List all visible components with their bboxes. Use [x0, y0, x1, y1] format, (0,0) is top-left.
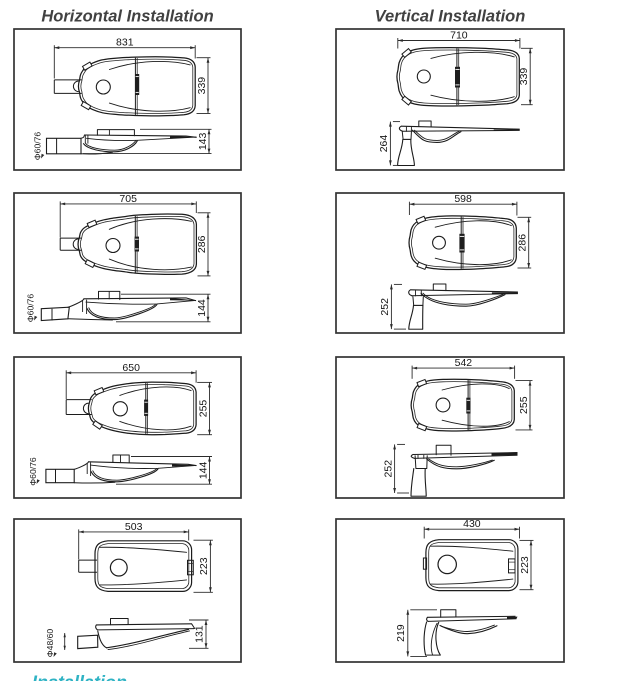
svg-text:339: 339	[518, 68, 530, 86]
svg-text:143: 143	[197, 132, 209, 150]
svg-text:831: 831	[116, 37, 134, 49]
svg-text:252: 252	[382, 460, 394, 478]
svg-text:542: 542	[455, 357, 473, 369]
svg-text:Installation: Installation	[32, 673, 127, 681]
svg-text:144: 144	[196, 299, 208, 317]
svg-text:Φ60/76: Φ60/76	[26, 294, 36, 323]
svg-text:131: 131	[194, 625, 206, 643]
svg-text:Φ48/60: Φ48/60	[45, 629, 55, 658]
svg-text:503: 503	[125, 521, 143, 533]
svg-text:255: 255	[518, 396, 530, 414]
svg-text:223: 223	[198, 557, 210, 575]
svg-text:705: 705	[119, 193, 137, 205]
svg-text:Φ60/76: Φ60/76	[33, 132, 43, 161]
svg-text:Φ60/76: Φ60/76	[28, 457, 38, 486]
svg-text:339: 339	[196, 77, 208, 95]
svg-text:430: 430	[463, 518, 481, 530]
svg-text:264: 264	[378, 135, 390, 153]
svg-text:Horizontal Installation: Horizontal Installation	[41, 8, 213, 26]
svg-text:286: 286	[196, 235, 208, 253]
svg-text:144: 144	[197, 461, 209, 479]
svg-text:252: 252	[379, 298, 391, 316]
svg-text:598: 598	[454, 193, 472, 205]
svg-text:286: 286	[517, 234, 529, 252]
svg-text:219: 219	[395, 624, 407, 642]
svg-text:223: 223	[519, 556, 531, 574]
svg-text:Vertical Installation: Vertical Installation	[375, 8, 526, 26]
svg-text:255: 255	[197, 400, 209, 418]
svg-text:650: 650	[122, 362, 140, 374]
svg-text:710: 710	[450, 30, 468, 42]
